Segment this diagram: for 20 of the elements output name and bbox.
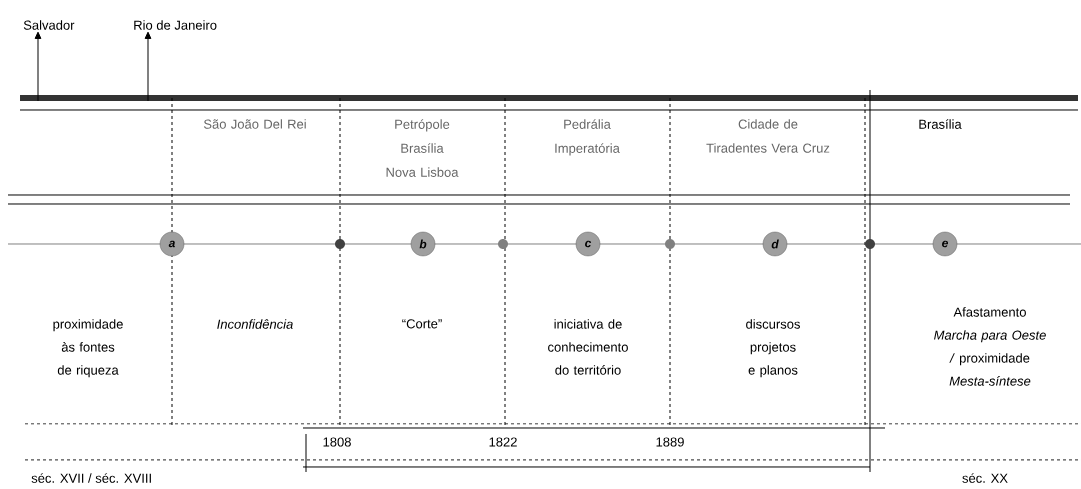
city-label: Rio de Janeiro — [134, 20, 217, 30]
place-names: São João Del Rei — [203, 119, 306, 129]
place-names: Pedrália Imperatória — [555, 119, 620, 156]
place-names: Petrópole Brasília Nova Lisboa — [386, 119, 459, 177]
city-label: Salvador — [23, 20, 75, 30]
century-label: séc. XVII / séc. XVIII — [31, 473, 151, 483]
year-label: 1808 — [323, 437, 351, 447]
description-text: discursos projetos e planos — [746, 319, 800, 378]
year-label: 1822 — [489, 437, 517, 447]
century-label: séc. XX — [962, 473, 1008, 483]
arrow — [34, 31, 42, 102]
description-text: Inconfidência — [217, 319, 293, 329]
description-text: proximidade às fontes de riqueza — [53, 319, 123, 378]
year-label: 1889 — [656, 437, 684, 447]
description-text: Afastamento Marcha para Oeste / proximidade Mesta-síntese — [934, 307, 1046, 386]
arrow — [144, 31, 152, 102]
place-names: Brasília — [919, 119, 962, 129]
description-text: “Corte” — [402, 319, 442, 329]
description-text: iniciativa de conhecimento do território — [548, 319, 628, 375]
place-names: Cidade de Tiradentes Vera Cruz — [706, 119, 830, 153]
